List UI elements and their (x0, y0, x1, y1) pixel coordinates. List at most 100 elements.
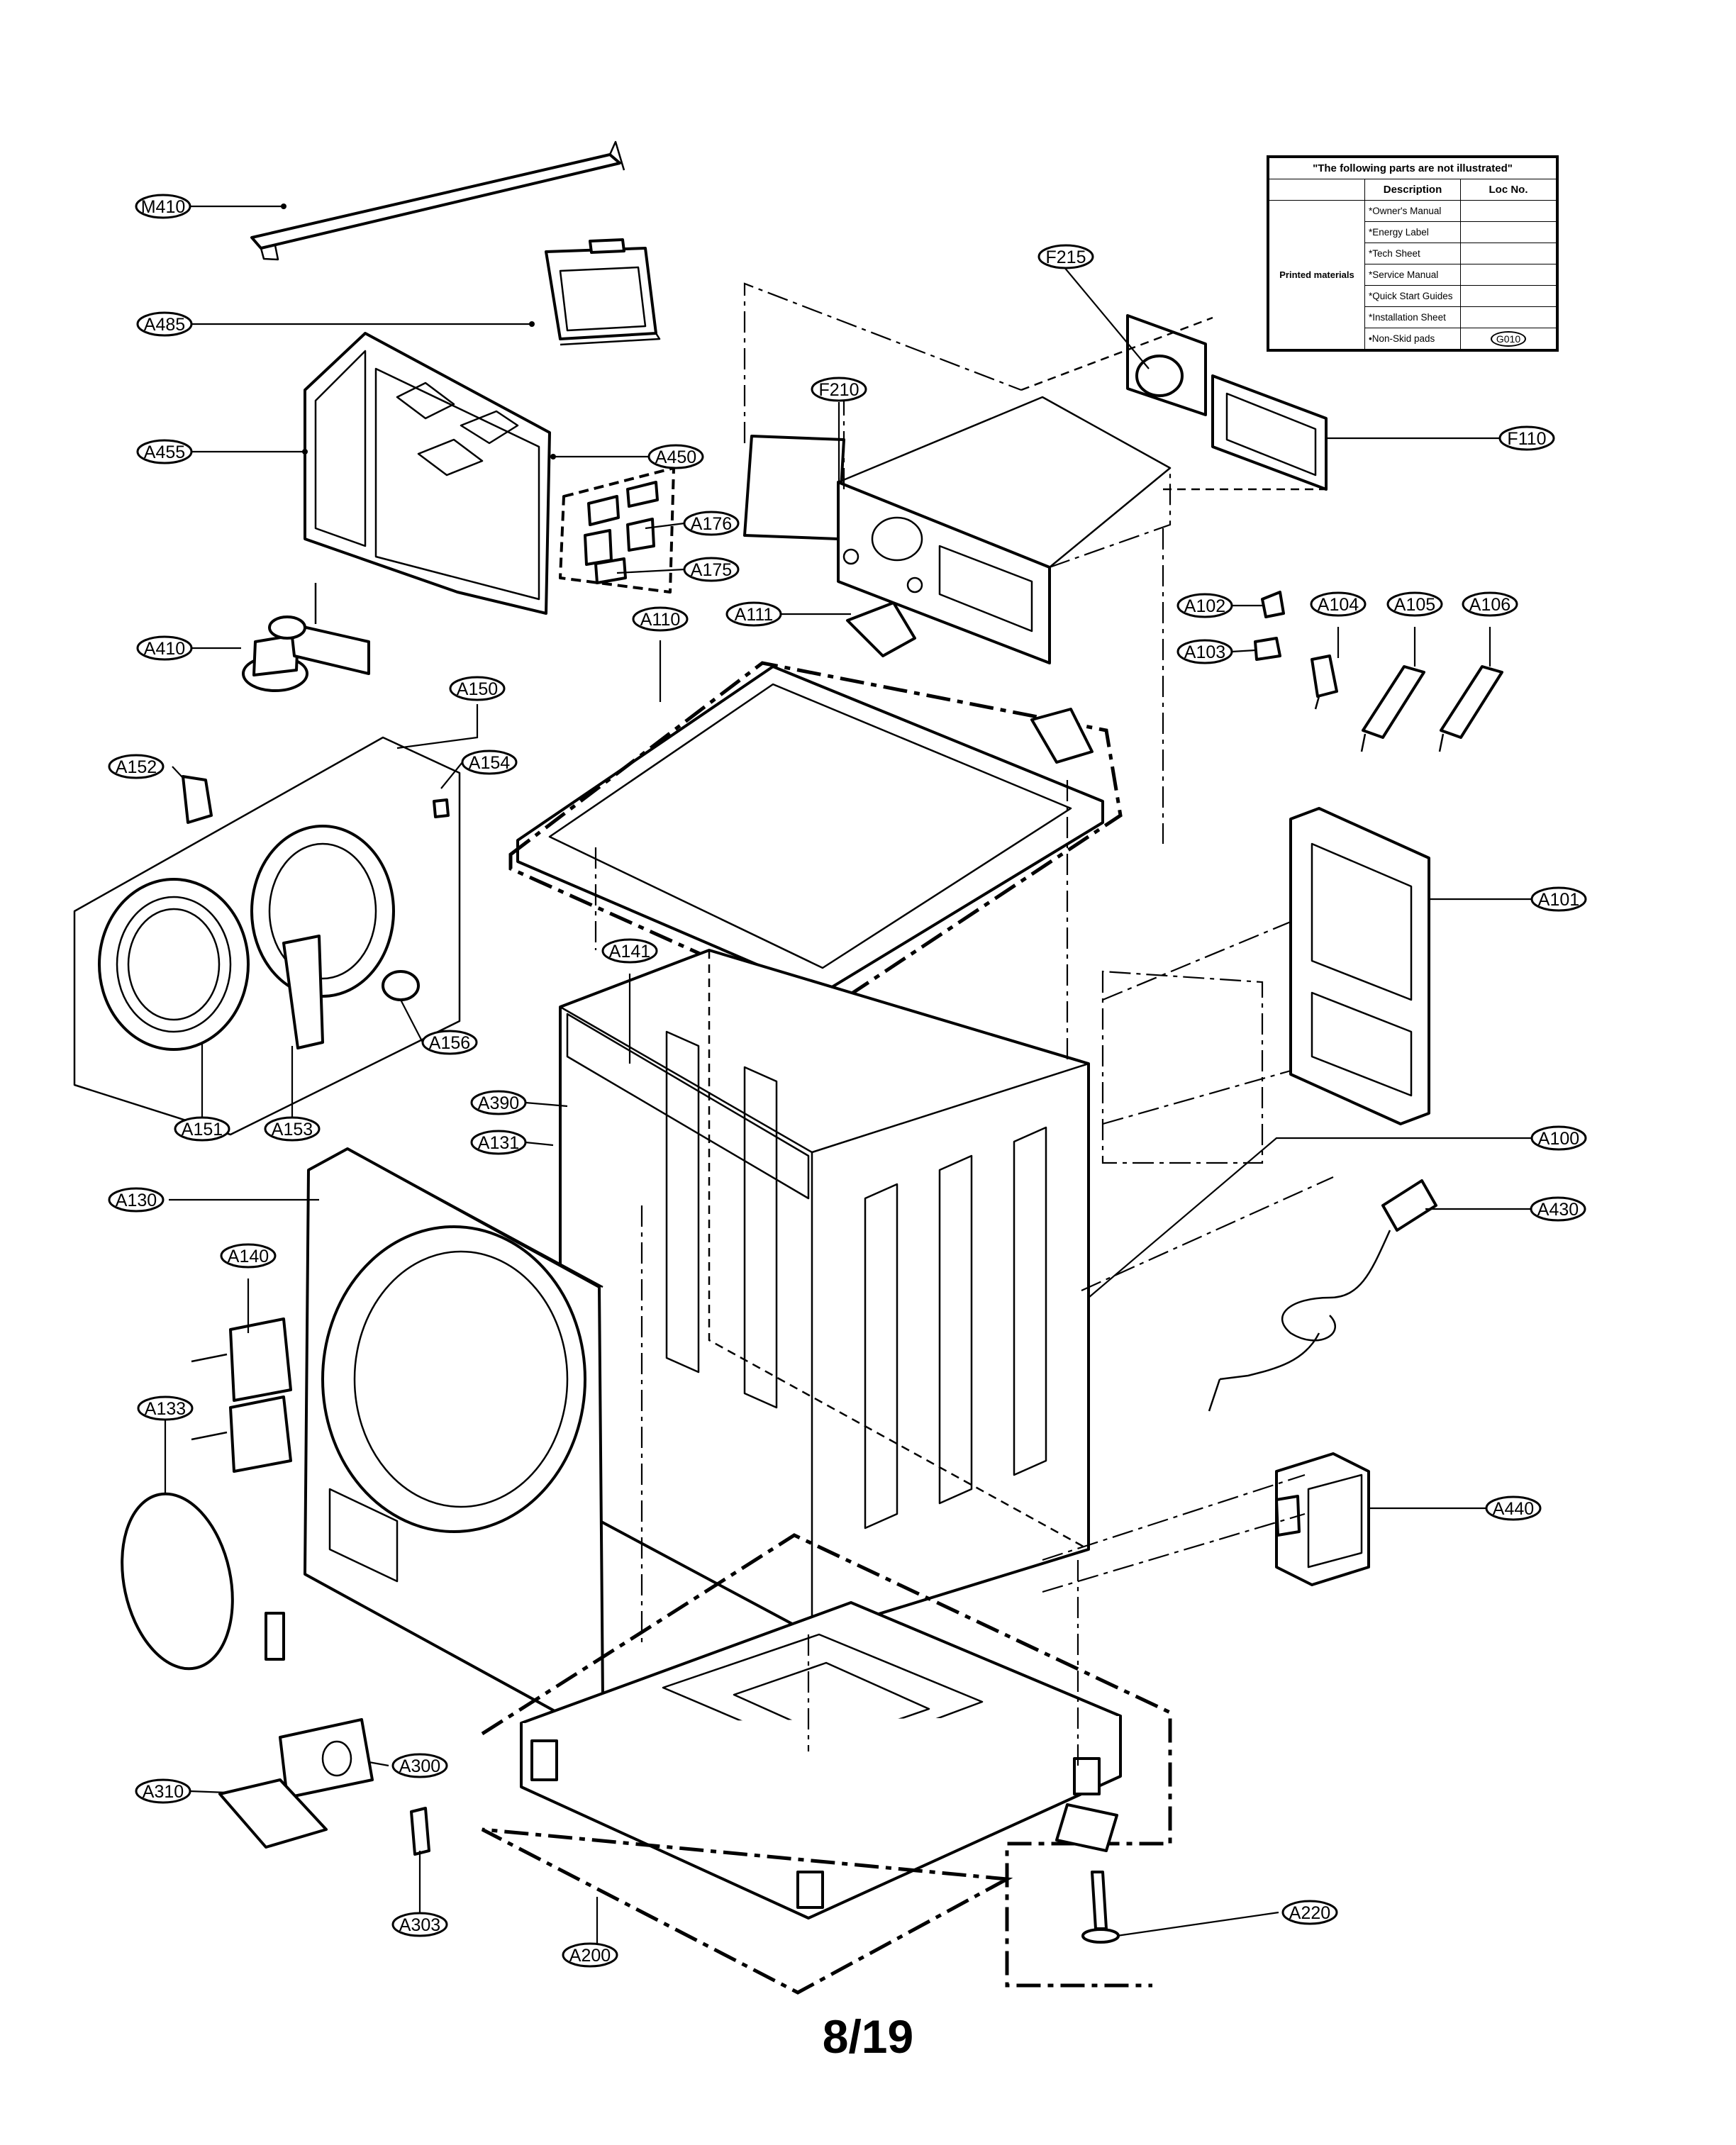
part-a300-a310-filter-door (218, 1718, 430, 1856)
svg-text:A141: A141 (609, 942, 650, 962)
svg-text:F110: F110 (1507, 429, 1546, 449)
svg-text:A485: A485 (144, 315, 185, 335)
part-a101-back-panel (1289, 807, 1430, 1125)
part-a102-a106-small-parts (1254, 591, 1503, 752)
callout-a150: A150 (449, 676, 506, 701)
notes-row-description: •Non-Skid pads (1364, 328, 1461, 350)
svg-text:A110: A110 (640, 610, 681, 630)
callout-a310: A310 (135, 1778, 191, 1804)
svg-text:A450: A450 (655, 447, 696, 467)
svg-text:A455: A455 (144, 442, 185, 462)
callout-a455: A455 (136, 439, 193, 464)
part-a140-hinges (191, 1317, 292, 1473)
svg-text:A154: A154 (469, 753, 510, 773)
svg-text:A105: A105 (1394, 595, 1435, 615)
notes-row-loc (1460, 285, 1557, 307)
leader-lines (164, 204, 1532, 1955)
part-f210-control-panel (743, 396, 1172, 664)
svg-text:F210: F210 (819, 380, 859, 400)
notes-table-grid: "The following parts are not illustrated… (1269, 157, 1557, 350)
svg-text:A220: A220 (1289, 1903, 1330, 1923)
notes-category: Printed materials (1269, 200, 1365, 350)
part-a485-cover (545, 238, 661, 346)
svg-text:A390: A390 (478, 1093, 519, 1113)
svg-text:M410: M410 (141, 197, 186, 217)
callout-a106: A106 (1462, 591, 1518, 617)
notes-row-description: *Energy Label (1364, 221, 1461, 243)
callout-a131: A131 (470, 1130, 527, 1155)
svg-text:A100: A100 (1538, 1129, 1579, 1149)
callout-a140: A140 (220, 1243, 277, 1269)
svg-text:A153: A153 (272, 1120, 313, 1140)
callout-a152: A152 (108, 754, 165, 779)
callout-f110: F110 (1498, 425, 1555, 451)
callout-a156: A156 (421, 1030, 478, 1055)
svg-text:A300: A300 (399, 1756, 440, 1776)
notes-row-description: *Installation Sheet (1364, 306, 1461, 328)
callout-a410: A410 (136, 635, 193, 661)
svg-text:A102: A102 (1184, 596, 1225, 616)
part-a130-front-panel (304, 1147, 604, 1717)
callout-a390: A390 (470, 1090, 527, 1115)
callout-a175: A175 (683, 557, 740, 582)
part-a100-cabinet (559, 949, 1090, 1636)
svg-text:A106: A106 (1469, 595, 1510, 615)
svg-text:A150: A150 (457, 679, 498, 699)
phantom-assembly-lines (594, 282, 1334, 1766)
svg-text:A176: A176 (691, 514, 732, 534)
callout-f210: F210 (811, 377, 867, 402)
callout-a151: A151 (174, 1116, 230, 1142)
callout-a154: A154 (461, 750, 518, 775)
callout-a300: A300 (391, 1753, 448, 1778)
svg-text:A175: A175 (691, 560, 732, 580)
callout-a103: A103 (1176, 639, 1233, 664)
page-number: 8/19 (822, 2010, 914, 2063)
notes-row-description: *Owner's Manual (1364, 200, 1461, 222)
callout-a101: A101 (1530, 886, 1587, 912)
callout-a303: A303 (391, 1912, 448, 1937)
svg-text:A103: A103 (1184, 642, 1225, 662)
svg-text:A200: A200 (569, 1946, 611, 1966)
svg-text:A140: A140 (228, 1247, 269, 1266)
svg-text:A111: A111 (735, 605, 774, 625)
part-a150-door-group (73, 736, 461, 1136)
callout-m410: M410 (135, 194, 191, 219)
callout-a200: A200 (562, 1942, 618, 1968)
callout-a153: A153 (264, 1116, 321, 1142)
svg-text:A101: A101 (1538, 890, 1579, 910)
notes-col-description: Description (1364, 179, 1461, 201)
callout-a176: A176 (683, 511, 740, 536)
callout-a130: A130 (108, 1187, 165, 1213)
part-a110-top-plate (508, 601, 1123, 1013)
part-f215-f110-assembly (1020, 314, 1328, 491)
part-a220-leveling-foot (1055, 1803, 1120, 1944)
notes-table-corner (1269, 179, 1365, 201)
part-a200-base-frame (481, 1533, 1172, 1995)
svg-text:A310: A310 (143, 1782, 184, 1802)
callout-a485: A485 (136, 311, 193, 337)
svg-text:A156: A156 (429, 1033, 470, 1053)
svg-text:A410: A410 (144, 639, 185, 659)
svg-text:F215: F215 (1046, 247, 1086, 267)
callout-a110: A110 (632, 606, 689, 632)
callout-f215: F215 (1037, 244, 1094, 269)
notes-row-loc (1460, 306, 1557, 328)
callout-a220: A220 (1281, 1900, 1338, 1925)
callout-a141: A141 (601, 938, 658, 964)
part-a133-door-gasket-ring (121, 1492, 285, 1671)
callout-a133: A133 (137, 1395, 194, 1421)
svg-text:A430: A430 (1537, 1200, 1579, 1220)
notes-row-description: *Service Manual (1364, 264, 1461, 286)
part-a440-filter (1275, 1452, 1370, 1586)
svg-text:A151: A151 (182, 1120, 223, 1140)
callout-a450: A450 (647, 444, 704, 469)
svg-text:A104: A104 (1318, 595, 1359, 615)
loc-chip-g010: G010 (1490, 330, 1527, 347)
notes-row-description: *Quick Start Guides (1364, 285, 1461, 307)
notes-table-title: "The following parts are not illustrated… (1269, 157, 1557, 179)
svg-text:A133: A133 (145, 1399, 186, 1419)
notes-row-loc (1460, 221, 1557, 243)
svg-text:A152: A152 (116, 757, 157, 777)
part-m410-bracket (250, 140, 625, 261)
svg-text:A130: A130 (116, 1191, 157, 1210)
